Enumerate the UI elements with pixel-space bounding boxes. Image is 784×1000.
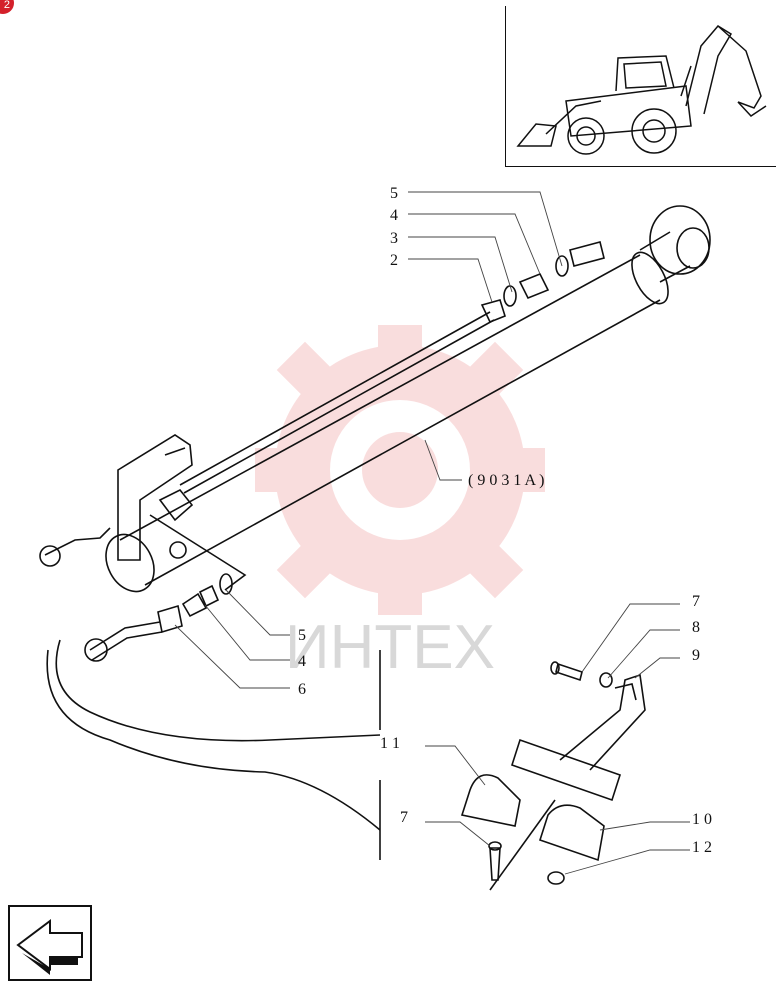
assembly-code: ( 9 0 3 1 A ) bbox=[468, 472, 544, 489]
callout-6: 6 bbox=[298, 681, 306, 698]
inset-frame bbox=[505, 6, 776, 167]
callout-5-low: 5 bbox=[298, 627, 306, 644]
callout-2: 2 bbox=[390, 252, 398, 269]
watermark-logo bbox=[255, 325, 545, 615]
callout-12: 1 2 bbox=[692, 839, 712, 856]
page-badge: 2 bbox=[0, 0, 14, 14]
callout-7-low: 7 bbox=[400, 809, 408, 826]
callout-4-top: 4 bbox=[390, 207, 398, 224]
arrow-back-icon bbox=[16, 919, 83, 975]
callout-11: 1 1 bbox=[380, 735, 400, 752]
callout-9: 9 bbox=[692, 647, 700, 664]
back-nav-button[interactable] bbox=[8, 905, 92, 981]
callout-3: 3 bbox=[390, 230, 398, 247]
backhoe-loader-icon bbox=[516, 25, 767, 155]
callout-7-top: 7 bbox=[692, 593, 700, 610]
callout-4-low: 4 bbox=[298, 653, 306, 670]
watermark-text: ИНТЕХ bbox=[285, 613, 495, 682]
callout-8: 8 bbox=[692, 619, 700, 636]
callout-10: 1 0 bbox=[692, 811, 712, 828]
callout-5-top: 5 bbox=[390, 185, 398, 202]
